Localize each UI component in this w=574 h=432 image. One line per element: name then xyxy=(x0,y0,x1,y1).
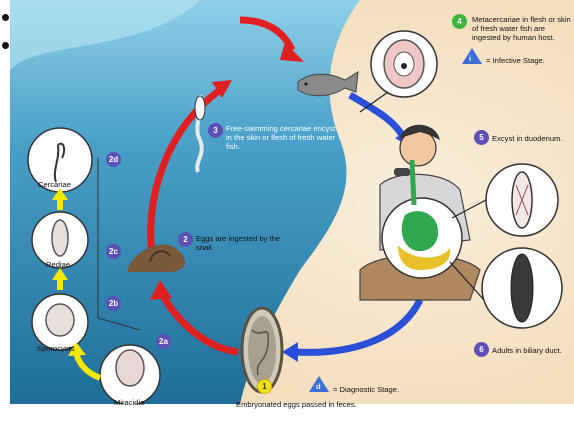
step-2-text: Eggs are ingested by the snail. xyxy=(196,234,282,252)
infective-letter: i xyxy=(469,54,471,63)
diagnostic-letter: d xyxy=(316,382,321,391)
step-3-text: Free-swimming cercariae encyst in the sk… xyxy=(226,124,338,151)
step-2b-badge: 2b xyxy=(106,296,121,311)
step-3-badge: 3 xyxy=(208,123,223,138)
egg-inner xyxy=(248,316,276,384)
miracidia-drawing xyxy=(116,350,144,386)
esophagus-illustration xyxy=(412,160,414,205)
step-6-text: Adults in biliary duct. xyxy=(492,346,572,355)
step-2d-badge: 2d xyxy=(106,152,121,167)
metacercaria-core xyxy=(401,63,407,69)
infective-legend-text: = Infective Stage. xyxy=(486,56,545,65)
step-6-badge: 6 xyxy=(474,342,489,357)
step-5-badge: 5 xyxy=(474,130,489,145)
step-2-badge: 2 xyxy=(178,232,193,247)
sporocysts-drawing xyxy=(46,304,74,336)
slide-bullet-2 xyxy=(2,42,9,49)
step-1-text: Embryonated eggs passed in feces. xyxy=(236,400,386,409)
sporocysts-label: Sporocysts xyxy=(37,344,75,353)
step-2c-badge: 2c xyxy=(106,244,121,259)
rediae-drawing xyxy=(52,220,68,256)
cercaria-body xyxy=(195,96,205,120)
diagnostic-legend-text: = Diagnostic Stage. xyxy=(333,385,399,394)
step-5-text: Excyst in duodenum. xyxy=(492,134,572,143)
step-4-text: Metacercariae in flesh or skin of fresh … xyxy=(472,15,572,42)
miracidia-label: Miracidia xyxy=(114,398,144,407)
adult-worm xyxy=(511,254,533,322)
fish-eye xyxy=(305,83,308,86)
cigarette-holder xyxy=(394,168,410,176)
step-1-badge: 1 xyxy=(257,379,272,394)
slide-bullet-1 xyxy=(2,14,9,21)
step-4-badge: 4 xyxy=(452,14,467,29)
rediae-label: Rediae xyxy=(46,260,70,269)
cercariae-label: Cercariae xyxy=(38,180,71,189)
step-2a-badge: 2a xyxy=(156,334,171,349)
